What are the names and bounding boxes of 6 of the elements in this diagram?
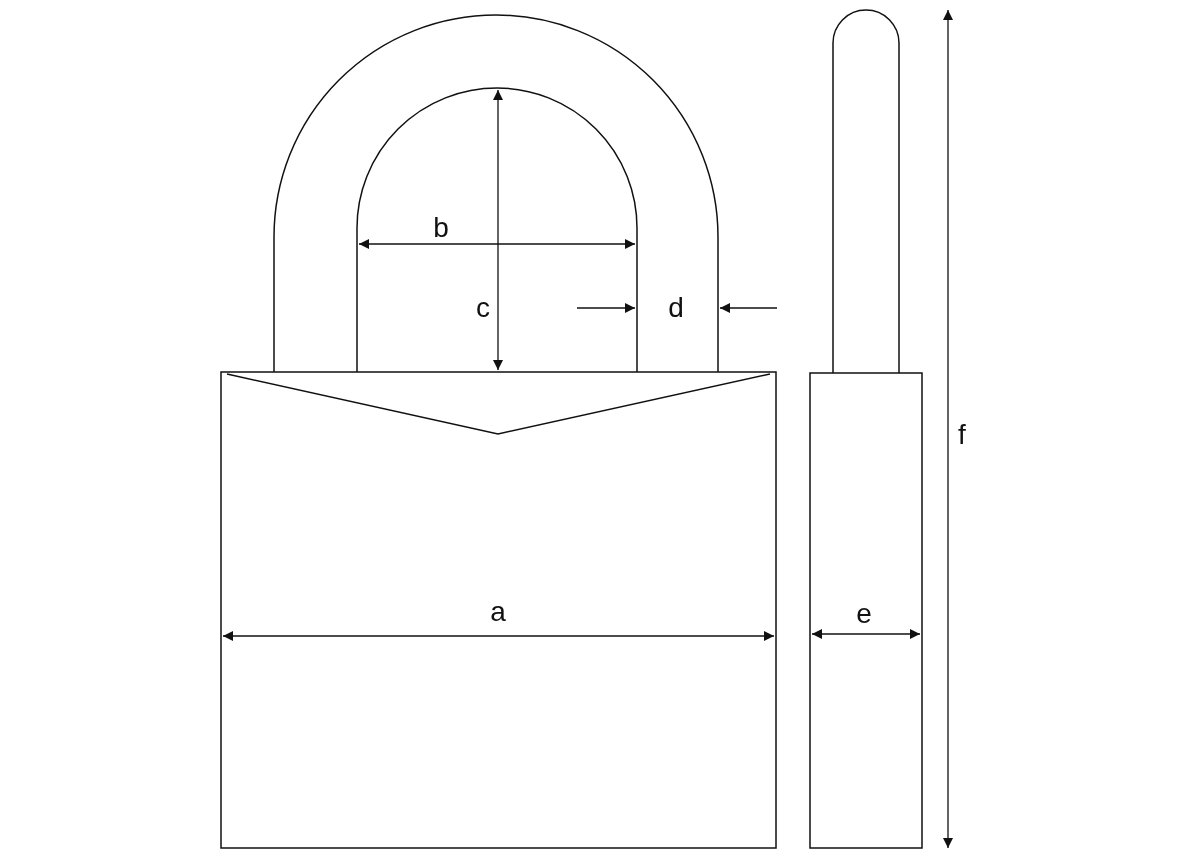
dimension-label: f (958, 421, 966, 449)
dimension-label: e (856, 600, 872, 628)
dimension-label: c (476, 294, 490, 322)
dimension-label: a (490, 598, 506, 626)
dimension-label: d (668, 294, 684, 322)
dimension-label: b (433, 214, 449, 242)
